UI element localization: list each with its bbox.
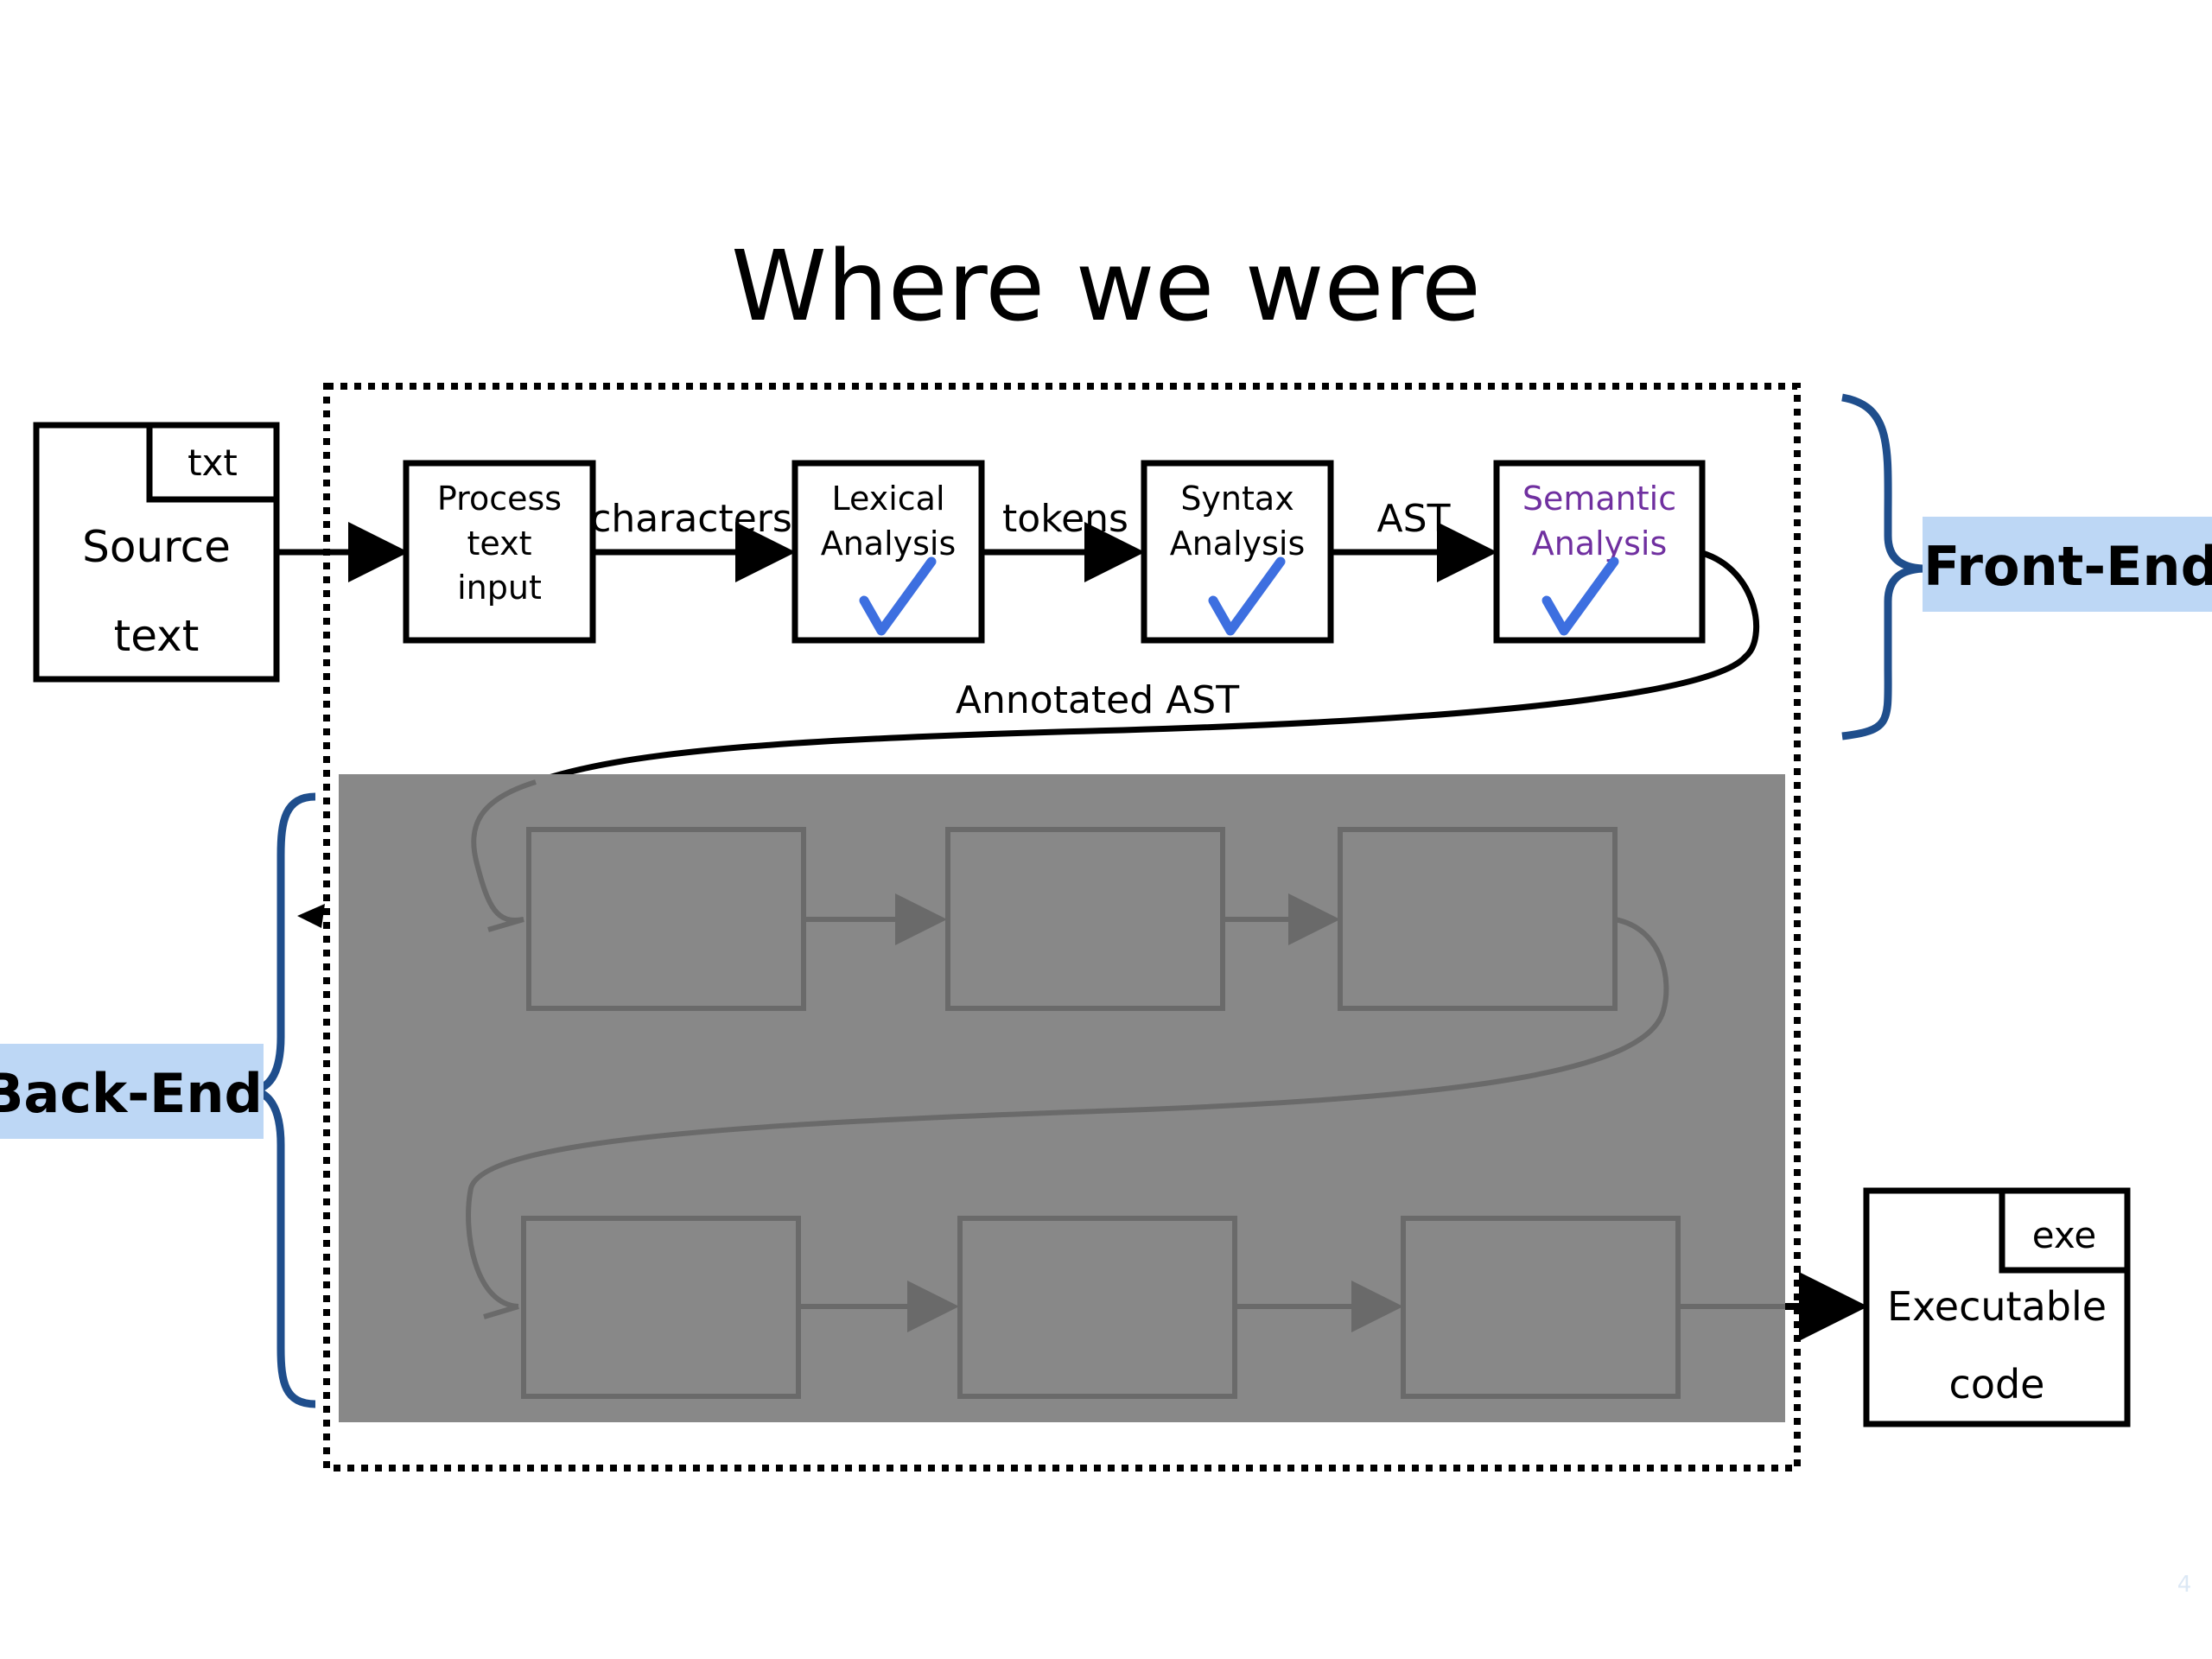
edge-label-tokens: tokens [1002,497,1128,541]
source-file-line1: Source [82,522,231,572]
back-end-mid-curve [466,917,1669,1309]
stage-label-line: Lexical [832,480,945,518]
stage-label-line: Analysis [821,524,957,563]
back-end-label: Back-End [0,1062,263,1125]
checkmark-icon [1208,556,1286,636]
checkmark-icon [1541,556,1619,636]
front-end-label-bg [1923,517,2212,612]
back-end-stages [466,779,1785,1399]
stage-label-line: Process [437,480,562,518]
edge-label-characters: characters [590,497,792,541]
stage-semantic-analysis: Semantic Analysis [1493,460,1706,644]
source-file-tag: txt [188,442,238,484]
page-number: 4 [2177,1572,2192,1598]
back-end-entry-curve [471,779,537,923]
stage-process-text-input: Process text input [403,460,596,644]
stage-syntax-analysis: Syntax Analysis [1141,460,1334,644]
stage-label-line: Analysis [1532,524,1668,563]
stage-label-line: Analysis [1170,524,1306,563]
executable-file-line1: Executable [1887,1283,2107,1330]
checkmark-icon [859,556,937,636]
executable-file-tag: exe [2032,1214,2097,1256]
edge-label-annotated-ast: Annotated AST [956,678,1239,722]
stage-label-line: Syntax [1180,480,1294,518]
front-end-label: Front-End [1923,535,2212,598]
executable-file-icon: exe Executable code [1863,1187,2131,1427]
compiler-frame [323,383,1801,1471]
back-end-overlay [339,774,1785,1422]
back-end-stage-box [1338,827,1618,1011]
stage-lexical-analysis: Lexical Analysis [791,460,985,644]
back-end-label-bg [0,1044,264,1139]
back-end-mid-tick [483,1304,519,1319]
back-end-entry-tick [487,917,524,932]
executable-file-line2: code [1949,1361,2045,1408]
source-file-line2: text [114,611,200,661]
stage-label-line: Semantic [1522,480,1676,518]
edge-label-ast: AST [1377,497,1451,541]
annotated-ast-curve [534,550,1759,785]
stage-label-line: text [467,524,532,563]
back-end-pointer-icon [297,904,325,928]
source-file-icon: txt Source text [33,422,280,683]
stage-label-line: input [457,569,542,607]
slide-title: Where we were [731,231,1481,343]
front-end-brace [1841,393,1928,741]
